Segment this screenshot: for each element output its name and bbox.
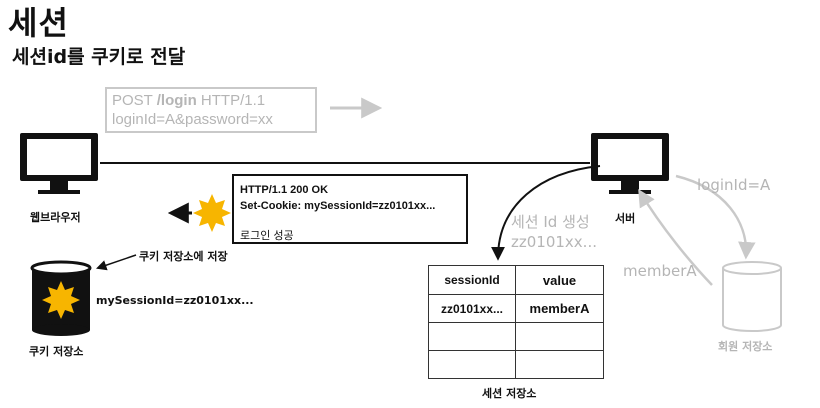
table-cell bbox=[428, 322, 516, 351]
stored-cookie-icon bbox=[42, 281, 80, 319]
table-cell: memberA bbox=[515, 294, 604, 323]
table-row bbox=[428, 350, 604, 379]
request-body: loginId=A&password=xx bbox=[112, 111, 273, 128]
table-cell bbox=[428, 350, 516, 379]
response-set-cookie-header: Set-Cookie: mySessionId=zz0101xx... bbox=[240, 200, 436, 212]
member-store-label: 회원 저장소 bbox=[718, 340, 773, 353]
table-cell bbox=[515, 350, 604, 379]
column-header-sessionid: sessionId bbox=[428, 265, 516, 295]
browser-monitor-icon bbox=[20, 133, 98, 194]
response-message-box: HTTP/1.1 200 OK Set-Cookie: mySessionId=… bbox=[232, 174, 468, 244]
session-create-arrow bbox=[491, 165, 601, 261]
table-row bbox=[428, 322, 604, 351]
session-store-table: sessionId value zz0101xx... memberA bbox=[428, 265, 604, 379]
request-message-box: POST /login HTTP/1.1 loginId=A&password=… bbox=[105, 87, 317, 133]
cookie-icon bbox=[193, 194, 231, 232]
table-cell: zz0101xx... bbox=[428, 294, 516, 323]
session-store-label: 세션 저장소 bbox=[482, 387, 537, 400]
response-body: 로그인 성공 bbox=[240, 230, 294, 242]
member-query-arrow bbox=[675, 174, 756, 260]
session-create-label: 세션 Id 생성 zz0101xx... bbox=[511, 213, 597, 251]
cookie-store-label: 쿠키 저장소 bbox=[29, 345, 84, 358]
response-status-line: HTTP/1.1 200 OK bbox=[240, 184, 329, 196]
page-subtitle: 세션id를 쿠키로 전달 bbox=[12, 46, 186, 68]
cookie-store-arrow bbox=[96, 254, 137, 271]
member-result-label: memberA bbox=[623, 262, 697, 280]
column-header-value: value bbox=[515, 265, 604, 295]
page-title: 세션 bbox=[8, 4, 69, 42]
request-line: POST /login HTTP/1.1 bbox=[112, 92, 266, 109]
table-cell bbox=[515, 322, 604, 351]
member-query-label: loginId=A bbox=[697, 176, 771, 194]
server-monitor-icon bbox=[591, 133, 669, 194]
table-header-row: sessionId value bbox=[428, 265, 604, 295]
cookie-store-entry: mySessionId=zz0101xx... bbox=[96, 294, 254, 307]
server-label: 서버 bbox=[615, 212, 636, 225]
member-store-cylinder-icon bbox=[722, 261, 782, 332]
member-result-arrow bbox=[638, 189, 713, 286]
browser-label: 웹브라우저 bbox=[30, 211, 81, 224]
cookie-store-arrow-label: 쿠키 저장소에 저장 bbox=[139, 250, 228, 263]
table-row: zz0101xx... memberA bbox=[428, 294, 604, 323]
